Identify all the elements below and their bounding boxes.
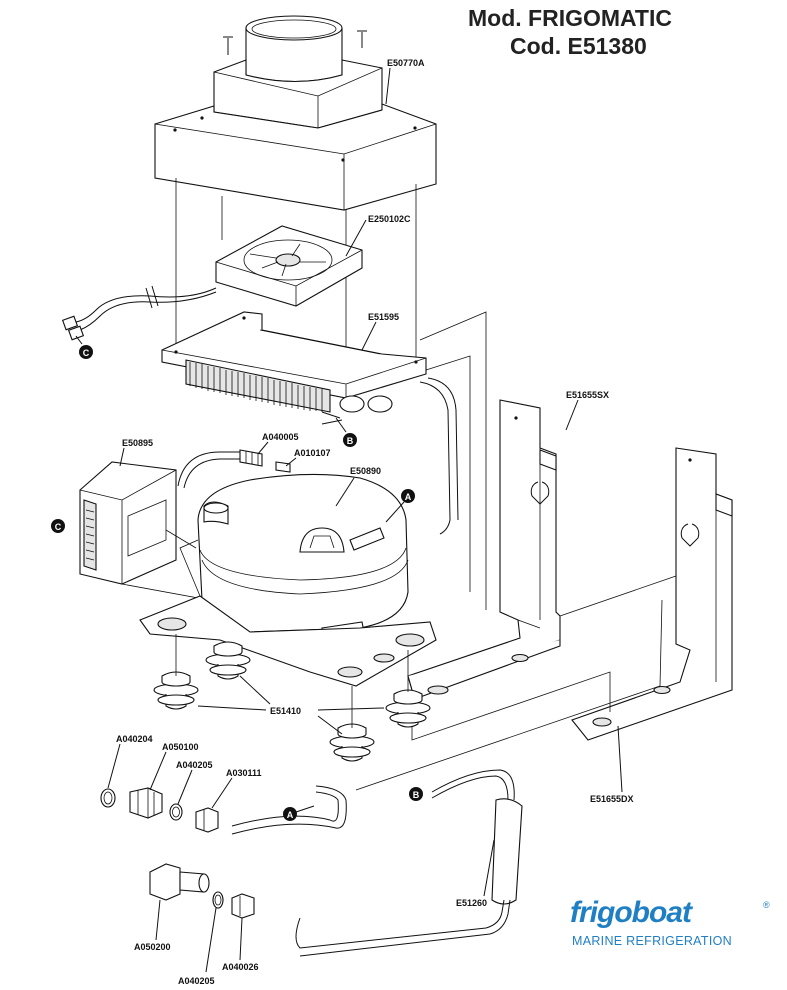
label-e51655sx: E51655SX (566, 390, 609, 400)
svg-text:C: C (83, 348, 90, 358)
marker-a-bottom: A (283, 805, 315, 821)
svg-text:B: B (413, 790, 420, 800)
label-a040205-top: A040205 (176, 760, 213, 770)
label-a030111: A030111 (226, 768, 262, 778)
label-a040026: A040026 (222, 962, 259, 972)
svg-text:A: A (287, 810, 294, 820)
frigoboat-logo: frigoboat ® MARINE REFRIGERATION (570, 896, 775, 956)
label-e50890: E50890 (350, 466, 381, 476)
label-a040005: A040005 (262, 432, 299, 442)
bracket-dx (571, 447, 733, 793)
code-title: Cod. E51380 (510, 33, 647, 59)
label-e51595: E51595 (368, 312, 399, 322)
marker-b-bottom: B (409, 787, 423, 801)
brand-subtitle: MARINE REFRIGERATION (572, 934, 732, 948)
marker-a-top: A (385, 489, 415, 523)
heatsink (161, 311, 427, 425)
svg-text:B: B (347, 436, 354, 446)
label-a040205-bottom: A040205 (178, 976, 215, 986)
cover-housing (154, 15, 437, 211)
label-a010107: A010107 (294, 448, 331, 458)
label-e50770a: E50770A (387, 58, 425, 68)
label-a040204: A040204 (116, 734, 153, 744)
registered-mark: ® (763, 900, 770, 910)
label-a050200: A050200 (134, 942, 171, 952)
electronic-unit (79, 447, 177, 585)
grommets (153, 634, 431, 762)
fitting-set-2 (149, 863, 255, 973)
marker-c-top: C (75, 335, 93, 359)
filter-drier (295, 769, 523, 957)
fitting-set-1 (100, 743, 233, 833)
model-title: Mod. FRIGOMATIC (468, 5, 672, 31)
svg-text:C: C (55, 522, 62, 532)
svg-text:A: A (405, 492, 412, 502)
marker-c-left: C (51, 519, 65, 533)
label-a050100: A050100 (162, 742, 199, 752)
compressor (139, 473, 437, 687)
label-e51655dx: E51655DX (590, 794, 634, 804)
label-e51410: E51410 (270, 706, 301, 716)
label-e50895: E50895 (122, 438, 153, 448)
marker-b-top: B (335, 417, 357, 447)
brand-name: frigoboat (570, 896, 692, 929)
bracket-sx (407, 399, 579, 701)
label-e250102c: E250102C (368, 214, 411, 224)
label-e51260: E51260 (456, 898, 487, 908)
fan (215, 219, 367, 307)
